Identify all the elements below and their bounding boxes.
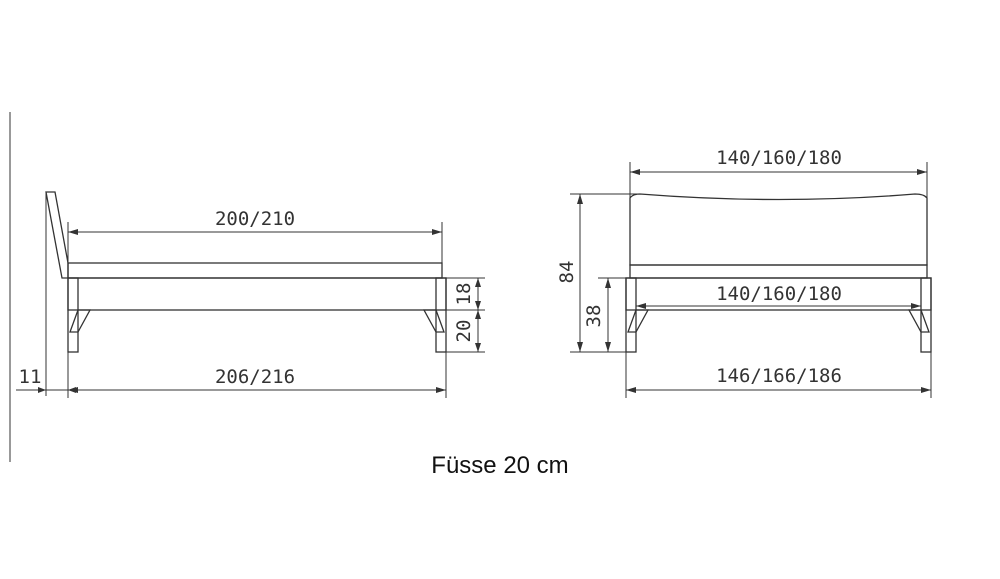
side-view: 200/210 206/216 11 18 20 <box>16 191 485 398</box>
dim-inner-length: 200/210 <box>215 208 295 230</box>
front-top-panel <box>629 264 928 279</box>
front-leg-right <box>907 309 930 333</box>
dim-frame-height: 18 <box>453 283 475 306</box>
front-leg-post-right <box>920 277 932 353</box>
side-leg-post-left <box>67 277 79 353</box>
side-top-panel <box>67 262 443 279</box>
dim-inner-width: 140/160/180 <box>716 283 842 305</box>
dim-bed-height: 38 <box>583 305 605 328</box>
dim-headboard-offset: 11 <box>19 366 42 388</box>
dim-headboard-height: 84 <box>556 261 578 284</box>
front-leg-post-left <box>625 277 637 353</box>
dim-outer-length: 206/216 <box>215 366 295 388</box>
side-leg-post-right <box>435 277 447 353</box>
dim-headboard-width: 140/160/180 <box>716 147 842 169</box>
dim-outer-width: 146/166/186 <box>716 365 842 387</box>
side-leg-right <box>422 309 445 333</box>
caption: Füsse 20 cm <box>431 452 569 479</box>
front-leg-left <box>627 309 650 333</box>
side-leg-left <box>69 309 92 333</box>
front-headboard <box>629 193 928 266</box>
dim-leg-height: 20 <box>453 320 475 343</box>
side-frame <box>67 277 447 311</box>
front-view: 140/160/180 140/160/180 146/166/186 84 3… <box>556 147 932 398</box>
side-headboard <box>45 191 69 279</box>
